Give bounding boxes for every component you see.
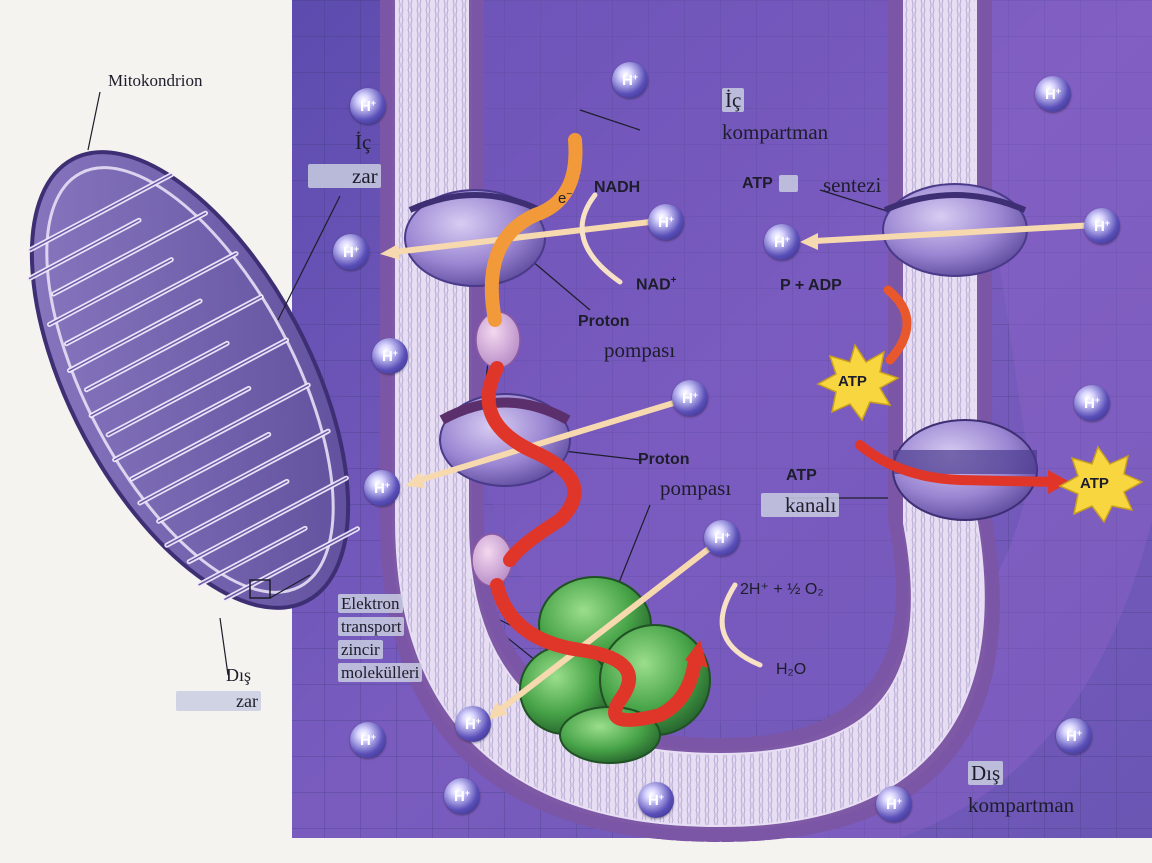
nadh-label: NADH	[594, 180, 640, 196]
atp-channel-label-b: kanalı	[785, 495, 839, 516]
proton-ion: H+	[350, 722, 386, 758]
inner-compartment-label-2: kompartman	[722, 122, 828, 143]
outer-compartment-label-2: kompartman	[968, 795, 1074, 816]
proton-ion: H+	[1056, 718, 1092, 754]
nad-label: NAD+	[636, 276, 677, 293]
proton-ion: H+	[1074, 385, 1110, 421]
p-adp-label: P + ADP	[780, 278, 842, 294]
atp-synthesis-label-a: ATP	[742, 176, 798, 192]
proton-ion: H+	[333, 234, 369, 270]
proton-ion: H+	[764, 224, 800, 260]
electron-label: e−	[558, 190, 572, 206]
proton-pump-1-label-2: pompası	[604, 340, 675, 361]
proton-ion: H+	[1035, 76, 1071, 112]
proton-pump-1-label-1: Proton	[578, 314, 630, 330]
proton-ion: H+	[455, 706, 491, 742]
outer-compartment-label-1: Dış	[968, 763, 1003, 784]
proton-ion: H+	[444, 778, 480, 814]
proton-ion: H+	[638, 782, 674, 818]
oxygen-equation-label: 2H⁺ + ½ O₂	[740, 582, 824, 598]
proton-ion: H+	[350, 88, 386, 124]
inner-compartment-label-1: İç	[722, 90, 744, 111]
water-label: H₂O	[776, 662, 806, 678]
outer-membrane-label-2: zar	[236, 692, 261, 710]
proton-ion: H+	[372, 338, 408, 374]
proton-pump-2-label-2: pompası	[660, 478, 731, 499]
atp-star-1-label: ATP	[838, 374, 867, 389]
proton-ion: H+	[876, 786, 912, 822]
etc-label-2: transport	[338, 618, 404, 635]
proton-ion: H+	[364, 470, 400, 506]
inner-membrane-label-2: zar	[352, 166, 381, 187]
proton-ion: H+	[704, 520, 740, 556]
proton-ion: H+	[672, 380, 708, 416]
proton-ion: H+	[1084, 208, 1120, 244]
etc-label-4: molekülleri	[338, 664, 422, 681]
etc-label-1: Elektron	[338, 595, 403, 612]
outer-membrane-label-1: Dış	[226, 666, 251, 684]
atp-star-2-label: ATP	[1080, 476, 1109, 491]
atp-synthesis-label-b: sentezi	[823, 175, 881, 196]
etc-label-3: zincir	[338, 641, 383, 658]
inner-membrane-label-1: İç	[355, 132, 371, 153]
mitochondrion-label: Mitokondrion	[108, 72, 202, 89]
atp-channel-label-a: ATP	[786, 468, 817, 484]
proton-ion: H+	[612, 62, 648, 98]
proton-pump-2-label-1: Proton	[638, 452, 690, 468]
proton-ion: H+	[648, 204, 684, 240]
